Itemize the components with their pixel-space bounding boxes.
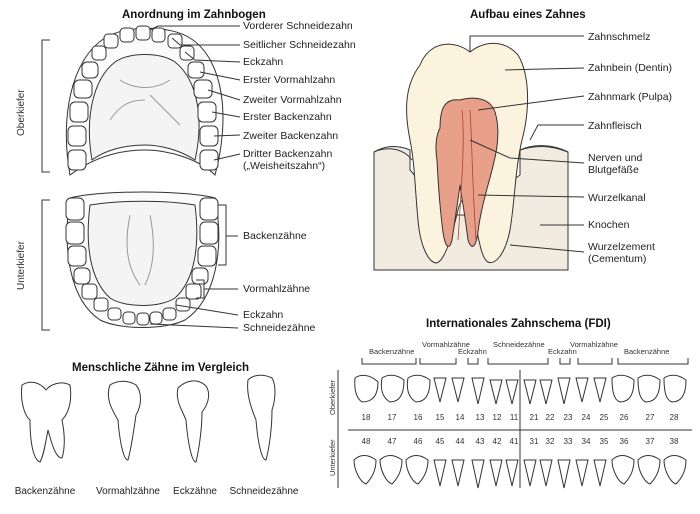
upper-tooth-number: 22	[545, 413, 555, 422]
upper-tooth-number: 25	[599, 413, 609, 422]
fdi-group-incisors: Schneidezähne	[493, 340, 545, 349]
upper-tooth-number: 23	[563, 413, 573, 422]
lower-jaw-bracket	[41, 199, 50, 331]
lower-leader-lines	[149, 235, 239, 329]
label-cementum-latin: (Cementum)	[588, 253, 647, 265]
label-enamel: Zahnschmelz	[588, 31, 651, 43]
section-leader-lines	[469, 35, 585, 253]
label-wisdom-tooth: („Weisheitszahn“)	[243, 160, 326, 172]
upper-tooth-number: 11	[509, 413, 519, 422]
lower-tooth-number: 41	[509, 437, 519, 446]
lower-tooth-number: 36	[619, 437, 629, 446]
lower-tooth-number: 48	[361, 437, 371, 446]
compare-label-molars: Backenzähne	[14, 486, 76, 497]
upper-tooth-number: 14	[455, 413, 465, 422]
fdi-group-canine-right: Eckzahn	[458, 347, 487, 356]
fdi-group-canine-left: Eckzahn	[548, 347, 577, 356]
upper-tooth-number: 13	[475, 413, 485, 422]
fdi-lower-teeth	[353, 455, 687, 489]
lower-tooth-number: 44	[455, 437, 465, 446]
upper-tooth-number: 21	[529, 413, 539, 422]
fdi-lower-label: Unterkiefer	[328, 439, 337, 476]
tooth-section-drawing	[373, 42, 569, 271]
upper-leader-lines	[149, 25, 241, 161]
label-second-molar: Zweiter Backenzahn	[243, 130, 339, 142]
lower-arch-drawing	[66, 191, 220, 328]
upper-tooth-number: 12	[492, 413, 502, 422]
label-root-canal: Wurzelkanal	[588, 192, 646, 204]
fdi-title: Internationales Zahnschema (FDI)	[426, 318, 611, 330]
upper-tooth-number: 15	[435, 413, 445, 422]
arch-title: Anordnung im Zahnbogen	[122, 9, 266, 21]
fdi-chart-lines	[337, 358, 692, 488]
upper-arch-drawing	[65, 27, 224, 176]
fdi-bracket-molars-left	[361, 358, 417, 365]
label-vessels: Blutgefäße	[588, 164, 639, 176]
lower-tooth-number: 34	[581, 437, 591, 446]
upper-tooth-number: 16	[413, 413, 423, 422]
label-bone: Knochen	[588, 219, 630, 231]
label-nerves: Nerven und	[588, 152, 643, 164]
lower-tooth-number: 46	[413, 437, 423, 446]
label-cementum: Wurzelzement	[588, 241, 655, 253]
upper-tooth-number: 18	[361, 413, 371, 422]
label-gum: Zahnfleisch	[588, 120, 642, 132]
compare-label-incisors: Schneidezähne	[229, 486, 299, 497]
fdi-group-premolars-left: Vormahlzähne	[570, 340, 618, 349]
upper-tooth-number: 26	[619, 413, 629, 422]
fdi-group-molars-right: Backenzähne	[369, 347, 415, 356]
lower-tooth-number: 37	[645, 437, 655, 446]
upper-jaw-bracket	[41, 39, 50, 173]
upper-tooth-number: 24	[581, 413, 591, 422]
label-lateral-incisor: Seitlicher Schneidezahn	[243, 39, 356, 51]
upper-tooth-number: 27	[645, 413, 655, 422]
lower-tooth-number: 38	[669, 437, 679, 446]
label-dentin: Zahnbein (Dentin)	[588, 62, 673, 74]
lower-tooth-number: 42	[492, 437, 502, 446]
label-first-premolar: Erster Vormahlzahn	[243, 74, 336, 86]
upper-tooth-number: 17	[387, 413, 397, 422]
lower-tooth-number: 47	[387, 437, 397, 446]
compare-teeth-drawing	[21, 374, 276, 463]
lower-tooth-number: 35	[599, 437, 609, 446]
upper-jaw-label: Oberkiefer	[16, 89, 27, 136]
lower-teeth	[65, 197, 219, 326]
label-canine-lower: Eckzahn	[243, 309, 284, 321]
label-pulp: Zahnmark (Pulpa)	[588, 91, 673, 103]
lower-tooth-number: 33	[563, 437, 573, 446]
label-canine: Eckzahn	[243, 56, 284, 68]
label-third-molar: Dritter Backenzahn	[243, 148, 333, 160]
fdi-group-premolars-right: Vormahlzähne	[422, 340, 470, 349]
compare-title: Menschliche Zähne im Vergleich	[72, 362, 250, 374]
fdi-upper-teeth	[354, 374, 687, 405]
label-premolars: Vormahlzähne	[243, 283, 311, 295]
label-molars: Backenzähne	[243, 230, 307, 242]
lower-tooth-number: 31	[529, 437, 539, 446]
structure-title: Aufbau eines Zahnes	[470, 9, 586, 21]
label-second-premolar: Zweiter Vormahlzahn	[243, 94, 342, 106]
fdi-group-molars-left: Backenzähne	[624, 347, 670, 356]
label-first-molar: Erster Backenzahn	[243, 111, 332, 123]
lower-jaw-label: Unterkiefer	[16, 241, 27, 290]
lower-tooth-number: 32	[545, 437, 555, 446]
lower-tooth-number: 43	[475, 437, 485, 446]
compare-label-canines: Eckzähne	[173, 486, 217, 497]
fdi-upper-label: Oberkiefer	[328, 379, 337, 415]
upper-teeth	[67, 25, 219, 171]
compare-label-premolars: Vormahlzähne	[96, 486, 160, 497]
lower-tooth-number: 45	[435, 437, 445, 446]
upper-tooth-number: 28	[669, 413, 679, 422]
label-front-incisor: Vorderer Schneidezahn	[243, 20, 353, 32]
label-incisors: Schneidezähne	[243, 322, 316, 334]
molars-bracket	[218, 204, 227, 266]
